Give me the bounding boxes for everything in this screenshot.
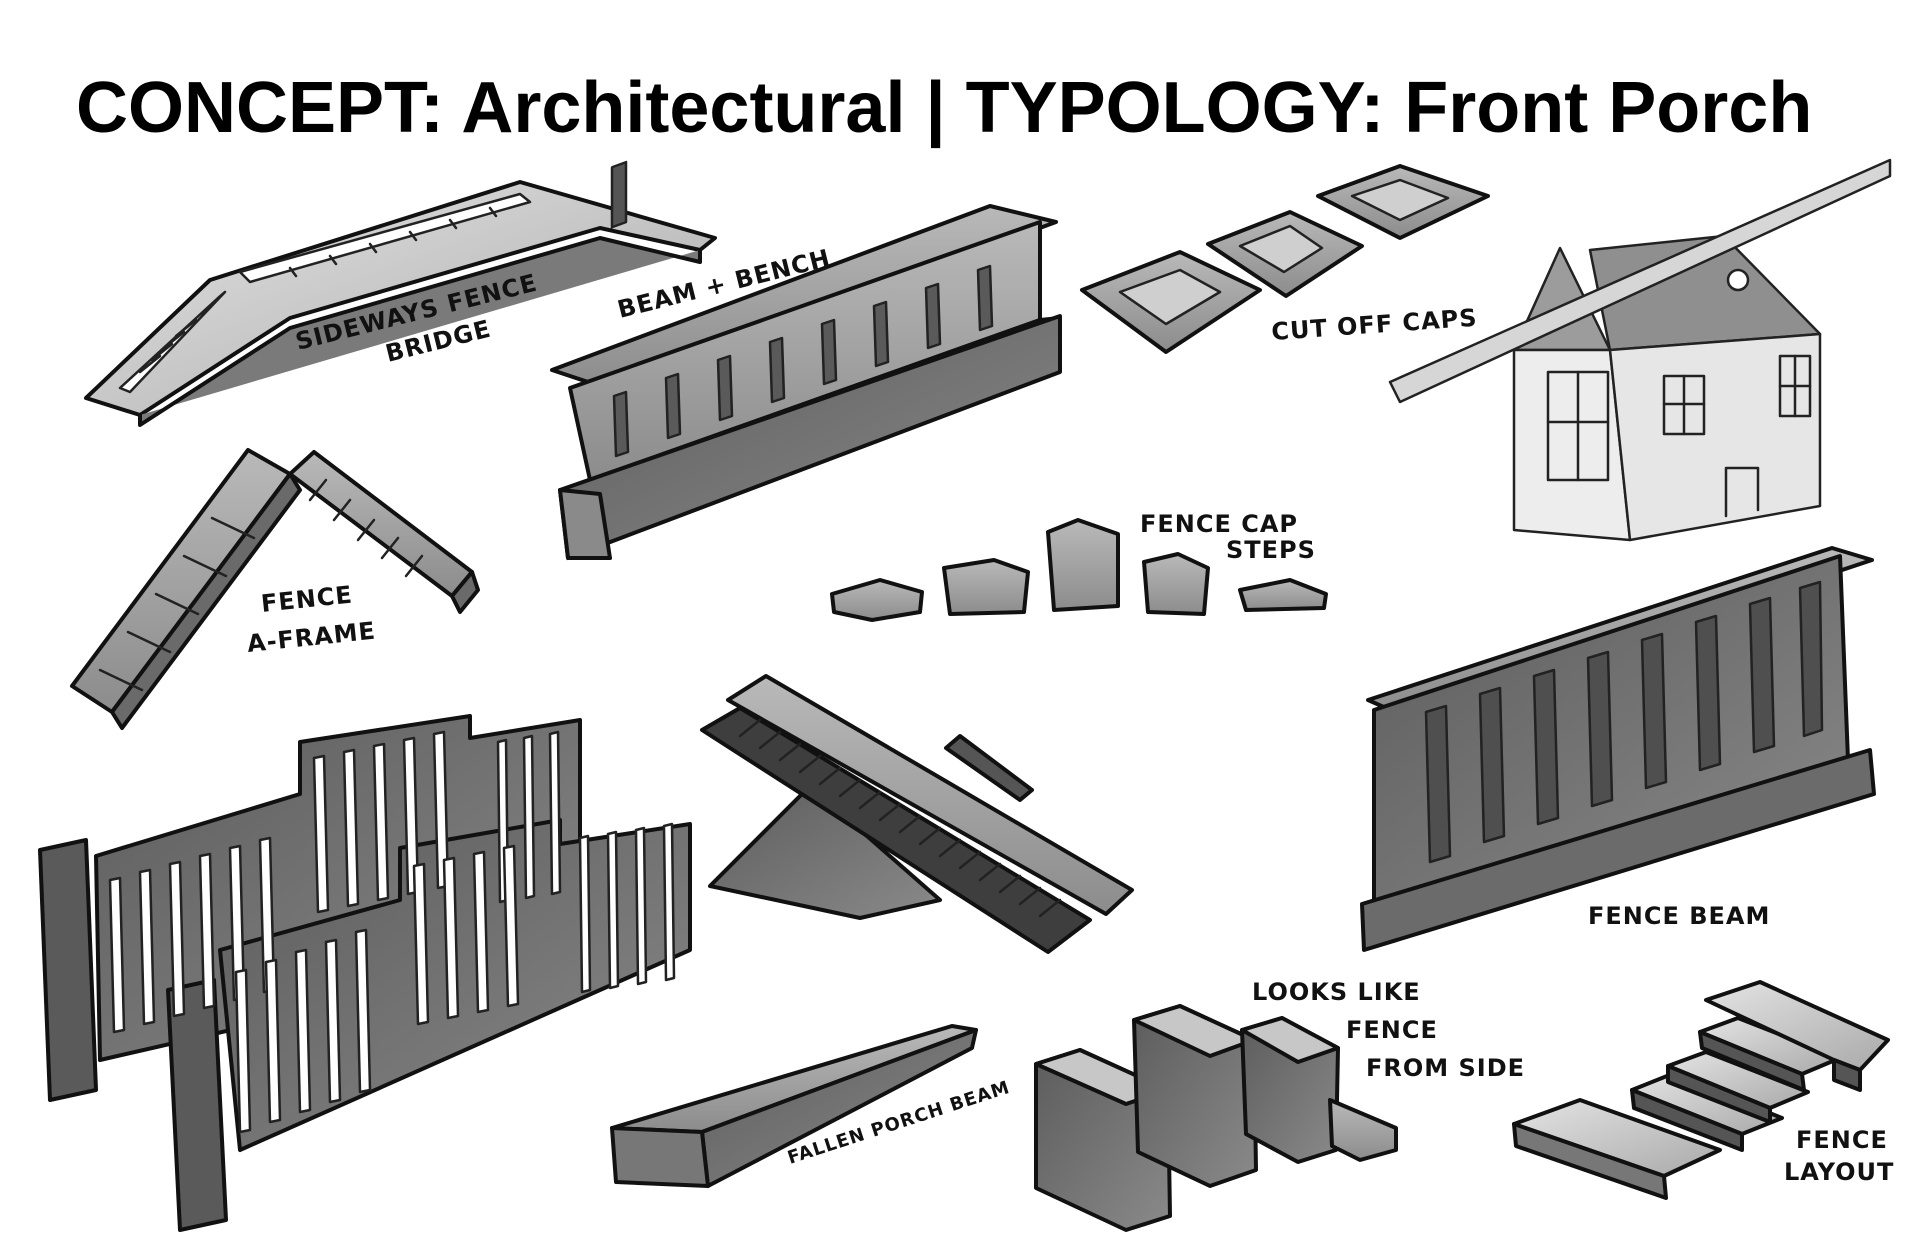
cut-off-caps-sketch bbox=[1080, 164, 1490, 354]
label-fence-beam: FENCE BEAM bbox=[1588, 902, 1770, 930]
label-layout: LAYOUT bbox=[1784, 1158, 1894, 1186]
fence-panels-sketch bbox=[38, 714, 692, 1232]
label-looks-like: LOOKS LIKE bbox=[1252, 978, 1421, 1006]
label-a-frame: A-FRAME bbox=[246, 617, 377, 658]
fence-cap-steps-sketch bbox=[830, 518, 1328, 622]
beam-bench-sketch bbox=[550, 160, 1062, 560]
fence-a-frame-sketch bbox=[70, 448, 480, 730]
page-title: CONCEPT: Architectural | TYPOLOGY: Front… bbox=[76, 68, 1812, 148]
label-fence-2: FENCE bbox=[1346, 1016, 1438, 1044]
blocks-side-view-sketch bbox=[1034, 1004, 1398, 1232]
label-from-side: FROM SIDE bbox=[1366, 1054, 1525, 1082]
label-cut-off-caps: CUT OFF CAPS bbox=[1270, 304, 1478, 346]
tilted-ladder-pyramid-sketch bbox=[700, 674, 1134, 954]
sideways-fence-bridge-sketch bbox=[84, 180, 717, 427]
house-sketch bbox=[1388, 158, 1892, 542]
fallen-porch-beam-sketch bbox=[610, 1024, 978, 1188]
fence-beam-sketch bbox=[1360, 546, 1876, 952]
label-fence-3: FENCE bbox=[1796, 1126, 1888, 1154]
label-fence: FENCE bbox=[260, 581, 354, 618]
label-fence-cap: FENCE CAP bbox=[1140, 510, 1298, 538]
label-steps: STEPS bbox=[1226, 536, 1316, 564]
fence-layout-sketch bbox=[1512, 980, 1890, 1200]
